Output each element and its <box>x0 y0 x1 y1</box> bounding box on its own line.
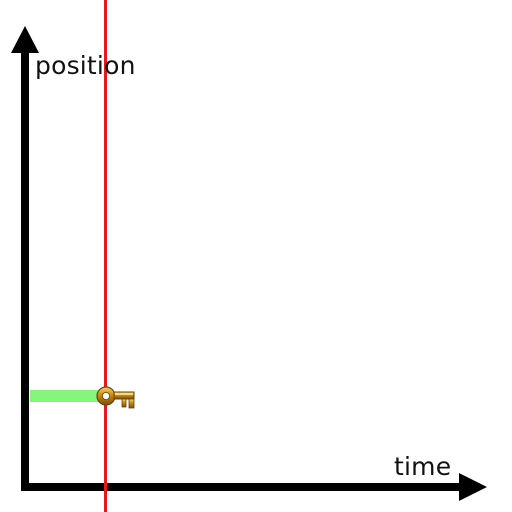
time-marker-line[interactable] <box>104 0 107 512</box>
y-axis-label: position <box>35 51 136 80</box>
x-axis-label: time <box>394 452 452 481</box>
x-axis-line <box>21 483 463 491</box>
y-axis-arrowhead <box>11 26 39 53</box>
key-icon <box>96 386 135 409</box>
y-axis <box>11 26 39 491</box>
y-axis-line <box>21 50 29 491</box>
x-axis-arrowhead <box>459 473 487 501</box>
x-axis <box>21 473 487 501</box>
position-trace <box>30 390 106 402</box>
